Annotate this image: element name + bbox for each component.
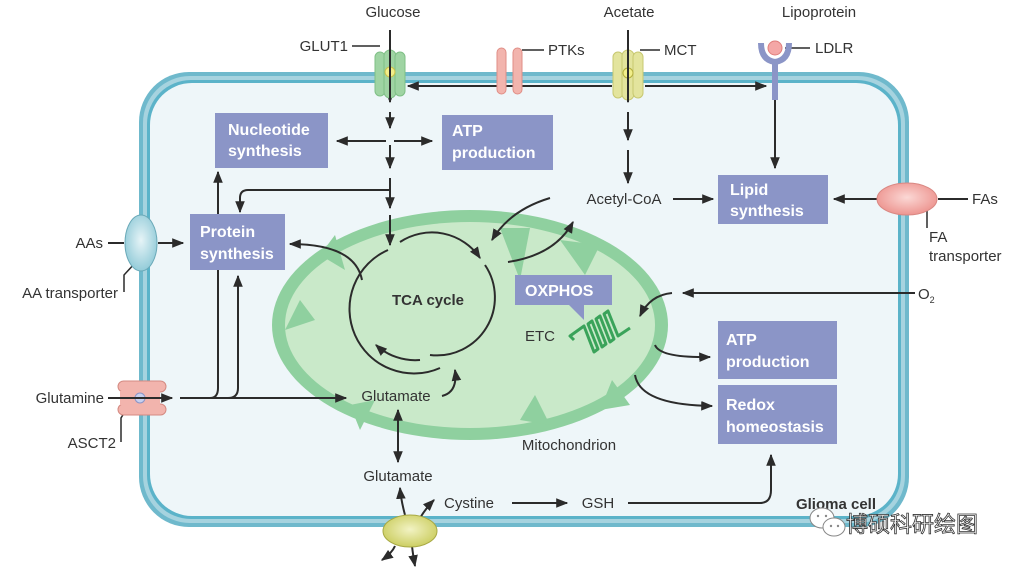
atp-production-right-line2: production — [726, 354, 810, 371]
asct2-label: ASCT2 — [68, 435, 116, 452]
aa-transporter — [124, 214, 158, 272]
acetyl-coa-label: Acetyl-CoA — [586, 191, 661, 208]
o2-label: O2 — [918, 286, 935, 305]
mitochondrion-label: Mitochondrion — [522, 437, 616, 454]
glutamine-label: Glutamine — [36, 390, 104, 407]
acetate-label: Acetate — [604, 4, 655, 21]
etc-label: ETC — [525, 328, 555, 345]
glutamate-cyto-label: Glutamate — [363, 468, 432, 485]
lipid-synthesis-box: Lipid synthesis — [718, 175, 828, 224]
glioma-cell-label: Glioma cell — [796, 496, 876, 513]
aa-transporter-label: AA transporter — [22, 285, 118, 302]
ptks-label: PTKs — [548, 42, 585, 59]
redox-homeostasis-box: Redox homeostasis — [718, 385, 837, 444]
watermark: 博硕科研绘图 — [809, 507, 978, 538]
lipoprotein-label: Lipoprotein — [782, 4, 856, 21]
mct-transporter — [612, 30, 644, 102]
tca-cycle-label: TCA cycle — [392, 292, 464, 309]
protein-synthesis-line2: synthesis — [200, 246, 274, 263]
atp-production-right-box: ATP production — [718, 321, 837, 379]
protein-synthesis-line1: Protein — [200, 224, 255, 241]
ptk-receptor — [496, 47, 523, 95]
xct-transporter — [382, 514, 438, 548]
fa-transporter-label-2: transporter — [929, 248, 1002, 265]
atp-production-top-line2: production — [452, 145, 536, 162]
fa-transporter-label-1: FA — [929, 229, 947, 246]
atp-production-top-line1: ATP — [452, 123, 483, 140]
nucleotide-synthesis-line1: Nucleotide — [228, 122, 310, 139]
atp-production-top-box: ATP production — [442, 115, 553, 170]
lipid-synthesis-line1: Lipid — [730, 182, 768, 199]
oxphos-box: OXPHOS — [515, 275, 612, 320]
nucleotide-synthesis-line2: synthesis — [228, 143, 302, 160]
atp-production-right-line1: ATP — [726, 332, 757, 349]
etc-icon — [568, 309, 631, 354]
redox-homeostasis-line1: Redox — [726, 397, 775, 414]
lipid-synthesis-line2: synthesis — [730, 203, 804, 220]
glut1-transporter — [374, 30, 406, 100]
wechat-icon — [809, 507, 846, 537]
asct2-transporter — [108, 380, 170, 416]
fas-label: FAs — [972, 191, 998, 208]
watermark-text: 博硕科研绘图 — [846, 513, 978, 538]
glutamate-mito-label: Glutamate — [361, 388, 430, 405]
fa-transporter — [876, 182, 938, 216]
mitochondrion — [272, 210, 668, 440]
nucleotide-synthesis-box: Nucleotide synthesis — [215, 113, 328, 168]
redox-homeostasis-line2: homeostasis — [726, 419, 824, 436]
glut1-label: GLUT1 — [300, 38, 348, 55]
mct-label: MCT — [664, 42, 697, 59]
glucose-label: Glucose — [365, 4, 420, 21]
protein-synthesis-box: Protein synthesis — [190, 214, 285, 270]
ldlr-label: LDLR — [815, 40, 854, 57]
ldlr-receptor — [758, 40, 792, 100]
oxphos-label: OXPHOS — [525, 283, 594, 300]
aas-label: AAs — [75, 235, 103, 252]
gsh-label: GSH — [582, 495, 615, 512]
cystine-label: Cystine — [444, 495, 494, 512]
